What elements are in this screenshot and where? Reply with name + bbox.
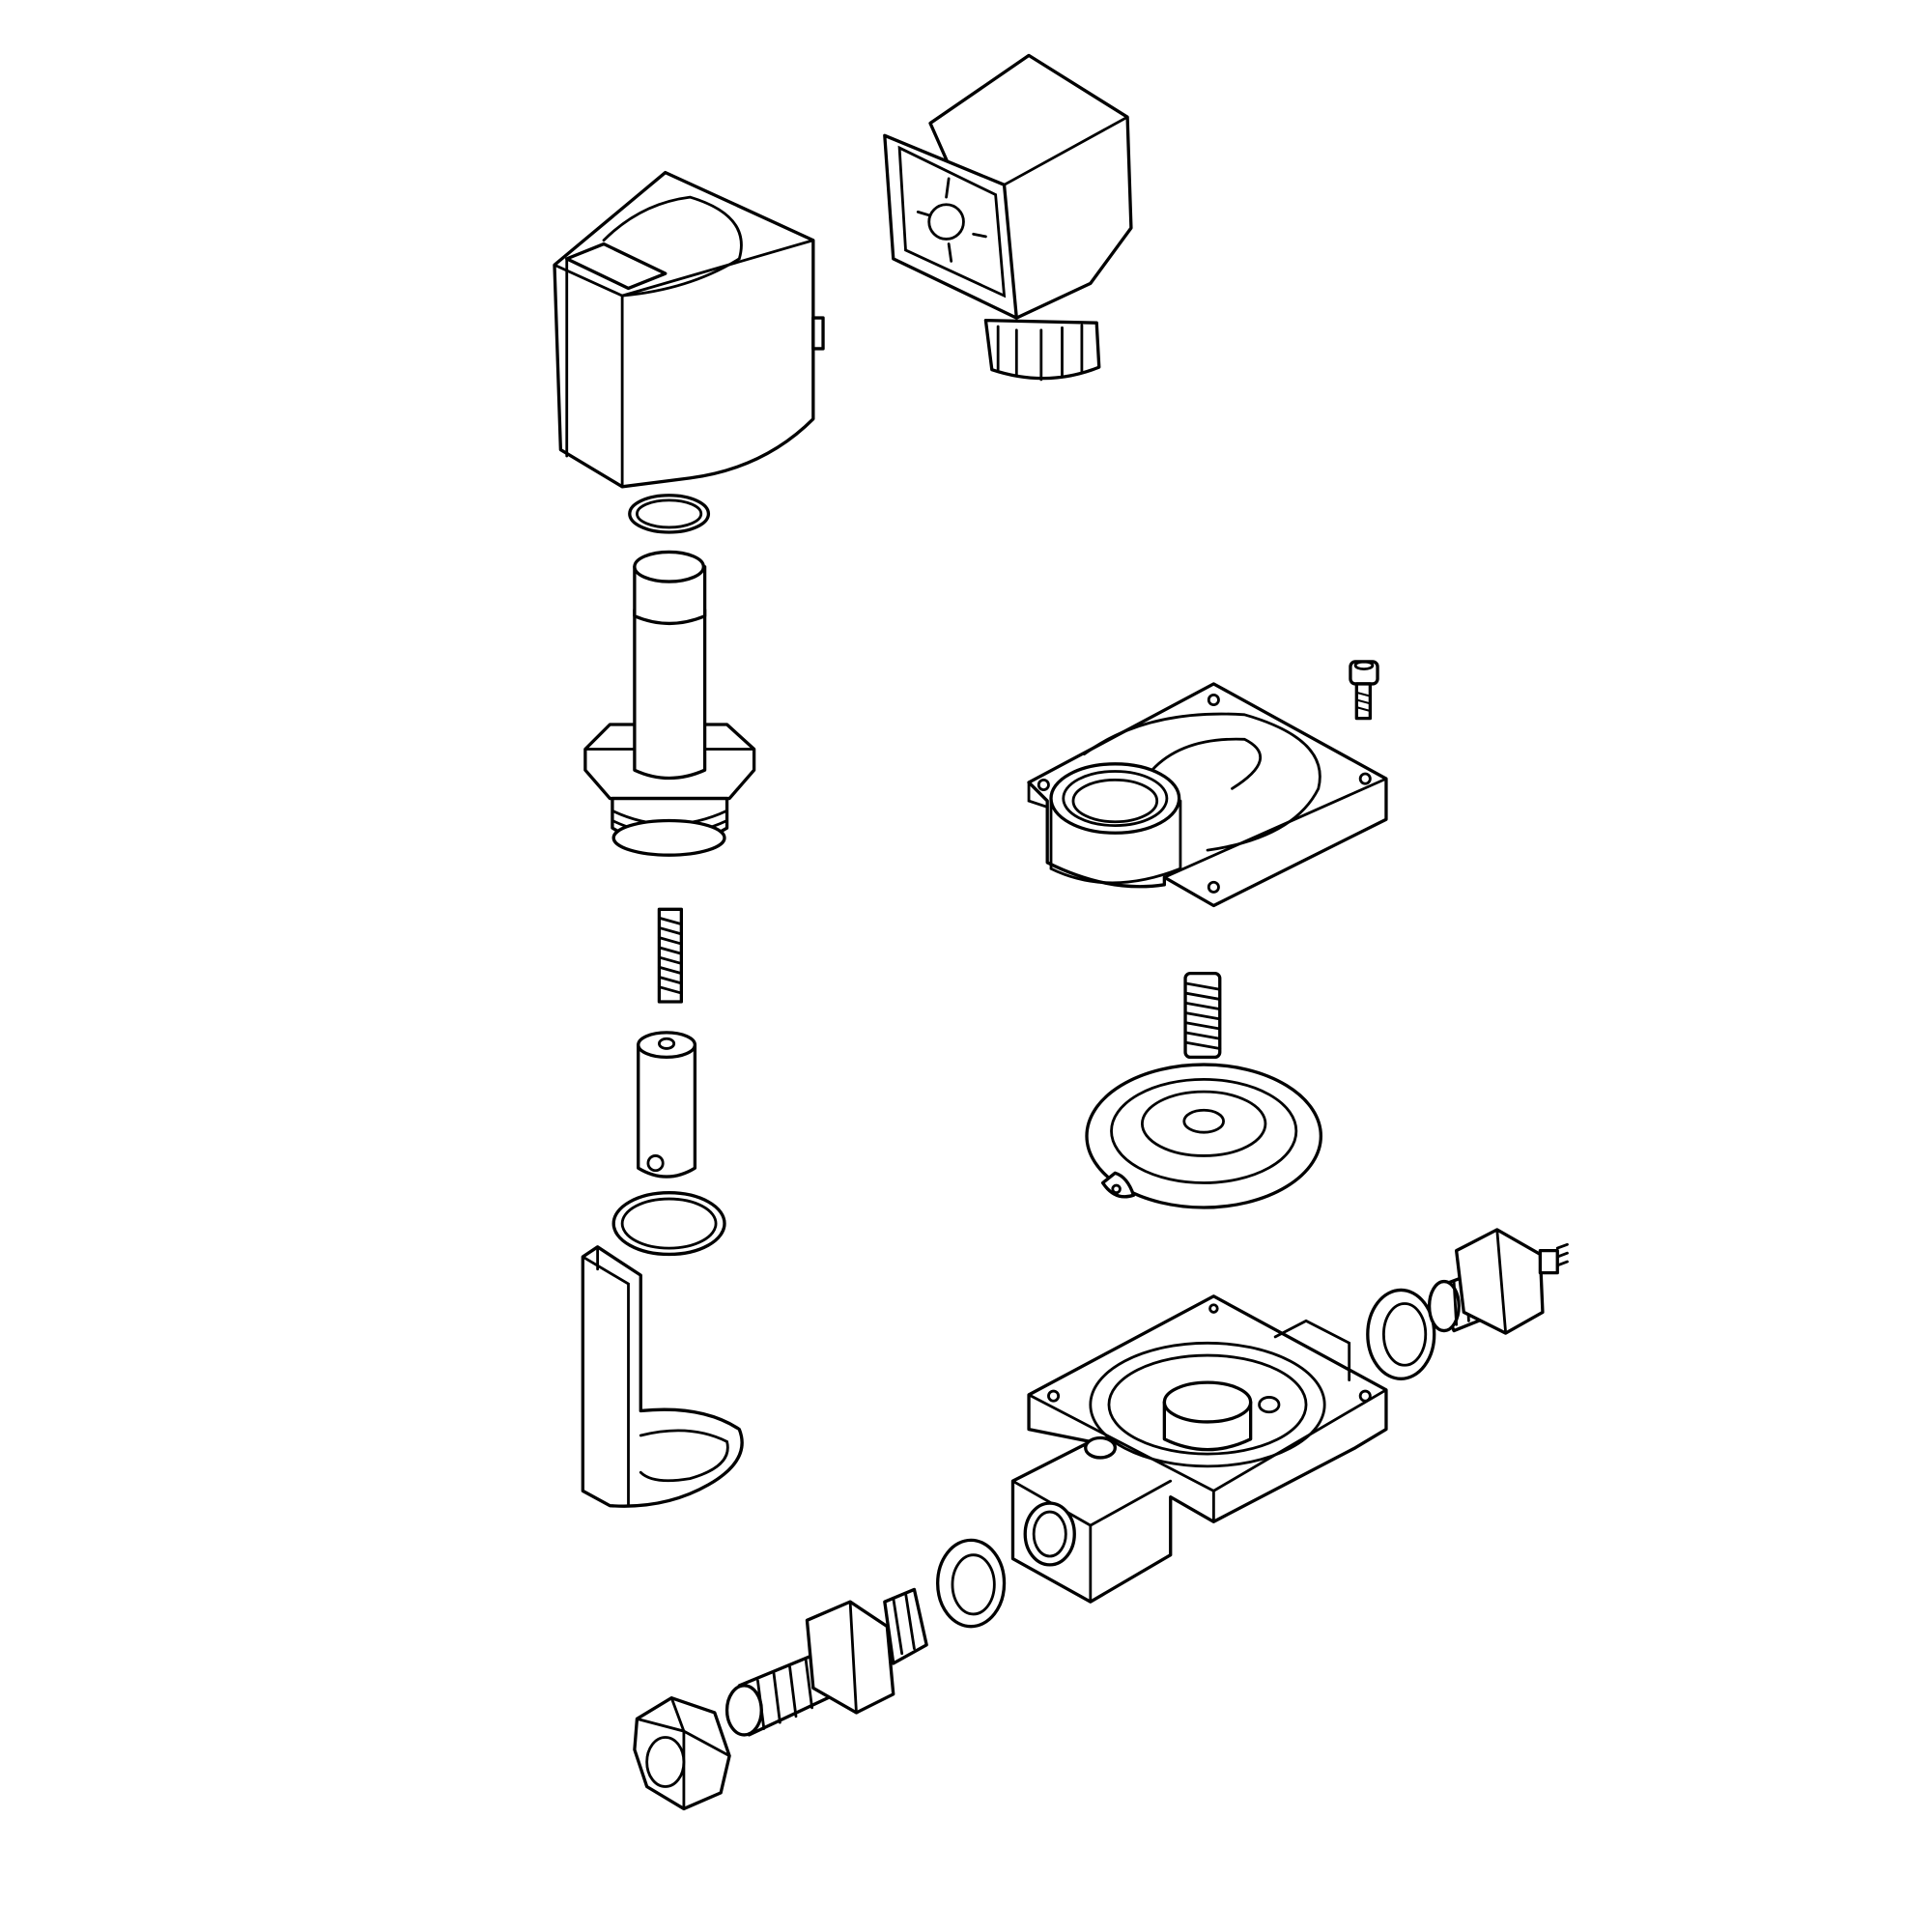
threaded-fitting-left bbox=[724, 1587, 928, 1737]
seal-washer-right bbox=[1366, 1288, 1436, 1380]
bleed-fitting-right bbox=[1427, 1228, 1569, 1335]
plunger bbox=[637, 1031, 697, 1179]
retaining-clip bbox=[581, 1245, 744, 1508]
valve-body bbox=[1010, 1294, 1388, 1604]
cover-screw bbox=[1349, 660, 1379, 721]
armature-tube bbox=[583, 550, 756, 857]
hex-nut bbox=[633, 1695, 731, 1811]
solenoid-coil bbox=[553, 170, 825, 489]
diaphragm bbox=[1085, 1063, 1323, 1209]
diaphragm-spring bbox=[1183, 971, 1222, 1060]
o-ring-lower bbox=[611, 1191, 726, 1257]
seal-washer-left bbox=[936, 1538, 1007, 1629]
connector-plug bbox=[883, 53, 1133, 382]
plunger-spring bbox=[657, 907, 684, 1004]
o-ring-upper bbox=[628, 494, 711, 534]
valve-cover bbox=[1027, 682, 1388, 908]
